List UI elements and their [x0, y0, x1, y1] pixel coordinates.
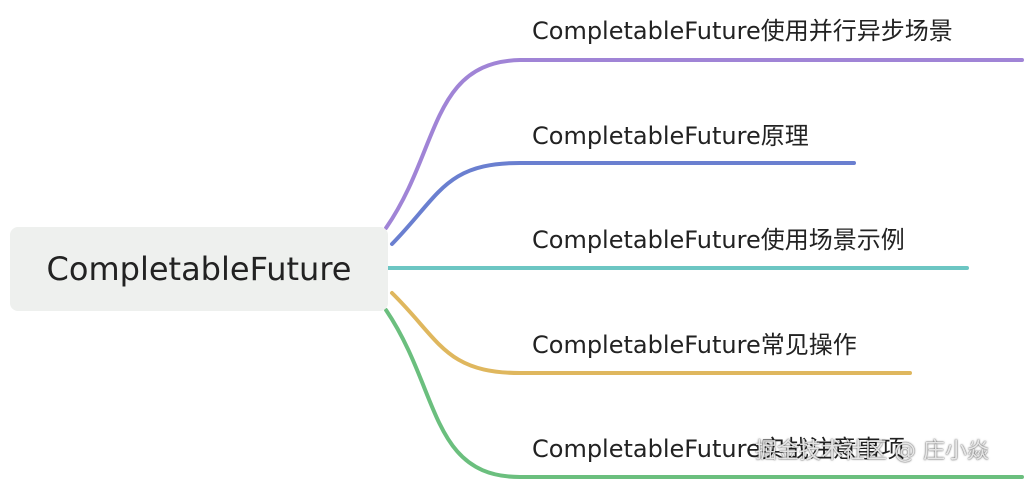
branch-connector-4 — [390, 291, 912, 375]
branch-node-3[interactable]: CompletableFuture使用场景示例 — [532, 226, 905, 254]
branch-connector-5 — [384, 308, 1024, 479]
branch-connector-1 — [384, 58, 1024, 230]
branch-node-1[interactable]: CompletableFuture使用并行异步场景 — [532, 17, 953, 45]
branch-node-5[interactable]: CompletableFuture实战注意事项 — [532, 435, 905, 463]
root-node-label: CompletableFuture — [46, 250, 352, 288]
branch-connector-2 — [390, 161, 856, 246]
watermark: 掘金技术社区 @ 庄小焱 — [755, 439, 989, 464]
branch-node-2[interactable]: CompletableFuture原理 — [532, 122, 809, 150]
root-node[interactable]: CompletableFuture — [10, 227, 388, 311]
branch-node-4[interactable]: CompletableFuture常见操作 — [532, 331, 857, 359]
